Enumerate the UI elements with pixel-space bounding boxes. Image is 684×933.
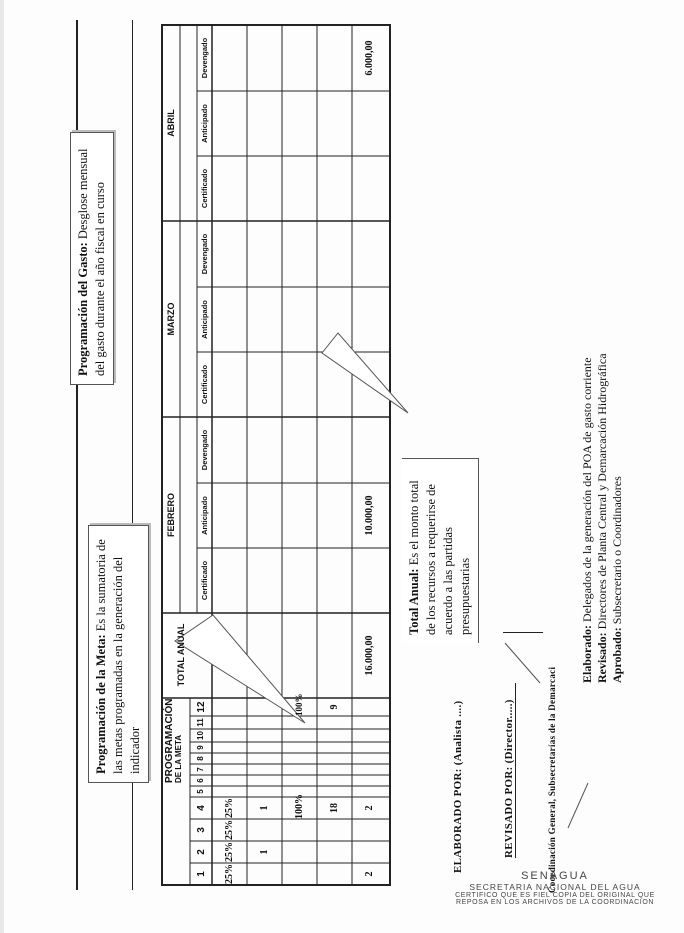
legend-revisado: Revisado: Directores de Planta Central y…: [595, 353, 609, 683]
month-number: 11: [196, 718, 205, 727]
row3-cell: 100%: [294, 794, 305, 819]
scan-edge: [0, 0, 4, 933]
col-devengado: Devengado: [200, 429, 209, 471]
callout-gasto-title: Programación del Gasto:: [76, 242, 90, 376]
month-number: 1: [196, 871, 207, 877]
col-anticipado: Anticipado: [200, 496, 209, 535]
prog-sub-meta: LA META: [174, 734, 183, 770]
stamp-line2: SECRETARIA NACIONAL DEL AGUA: [469, 882, 641, 892]
col-certificado: Certificado: [200, 560, 209, 601]
callout-total: Total Anual: Es el monto total de los re…: [402, 458, 479, 643]
callout-gasto: Programación del Gasto: Desglose mensual…: [70, 132, 114, 385]
left-border-line: [76, 20, 78, 890]
month-marzo: MARZO: [166, 302, 176, 336]
legend-elaborado: Elaborado: Delegados de la generación de…: [580, 357, 594, 683]
elaborado-por: ELABORADO POR: (Analista ....): [452, 700, 464, 873]
total-header: TOTAL ANUAL: [176, 623, 186, 687]
stamp-line1: SENAGUA: [521, 870, 589, 882]
callout-total-title: Total Anual:: [407, 568, 421, 635]
legend-aprobado: Aprobado: Subsecretario o Coordinadores: [610, 476, 624, 683]
month-number: 9: [196, 745, 205, 750]
col-certificado: Certificado: [200, 364, 209, 405]
row2-cell: 1: [259, 849, 270, 855]
abril-devengado-value: 6.000,00: [364, 40, 375, 76]
signature-divider: [503, 632, 543, 633]
revisado-por: REVISADO POR: (Director.....): [503, 683, 516, 858]
month-number: 8: [196, 756, 205, 761]
callout-meta-title: Programación de la Meta:: [94, 634, 108, 774]
row1-cell: 25%: [224, 842, 235, 862]
stamp-line4: REPOSA EN LOS ARCHIVOS DE LA COORDINACIO…: [455, 899, 655, 906]
total-anual-value: 16.000,00: [364, 635, 375, 676]
row4-cell: 18: [329, 803, 340, 813]
prog-sub-de: DE: [174, 771, 183, 783]
month-number: 12: [196, 701, 207, 713]
coordinacion-general: Coordinación General, Subsecretarías de …: [547, 666, 557, 893]
month-number: 2: [196, 849, 207, 855]
row3-cell: 100%: [294, 693, 304, 717]
febrero-anticipado-value: 10.000,00: [364, 495, 375, 536]
month-febrero: FEBRERO: [166, 493, 176, 538]
row1-cell: 25%: [224, 820, 235, 840]
month-number: 6: [196, 778, 205, 783]
row1-cell: 25%: [224, 798, 235, 818]
month-number: 10: [196, 731, 205, 740]
month-number: 3: [196, 827, 207, 833]
row5-cell: 2: [364, 805, 375, 811]
month-number: 7: [196, 767, 205, 772]
month-number: 4: [196, 805, 207, 811]
senagua-stamp: SENAGUA SECRETARIA NACIONAL DEL AGUA CER…: [430, 870, 680, 906]
col-anticipado: Anticipado: [200, 104, 209, 143]
col-devengado: Devengado: [200, 233, 209, 275]
col-certificado: Certificado: [200, 168, 209, 209]
inner-border-line: [132, 20, 133, 890]
row2-cell: 1: [259, 805, 270, 811]
stamp-line3: CERTIFICO QUE ES FIEL COPIA DEL ORIGINAL…: [455, 892, 655, 899]
row1-cell: 25%: [224, 864, 235, 884]
row4-cell: 9: [329, 704, 340, 710]
legend: Elaborado: Delegados de la generación de…: [580, 353, 625, 683]
month-abril: ABRIL: [166, 109, 176, 137]
row5-cell: 2: [364, 871, 375, 877]
callout-meta: Programación de la Meta: Es la sumatoria…: [88, 525, 149, 783]
prog-subheader: DE LA META: [174, 735, 183, 783]
month-number: 5: [196, 789, 205, 794]
col-anticipado: Anticipado: [200, 300, 209, 339]
col-devengado: Devengado: [200, 37, 209, 79]
